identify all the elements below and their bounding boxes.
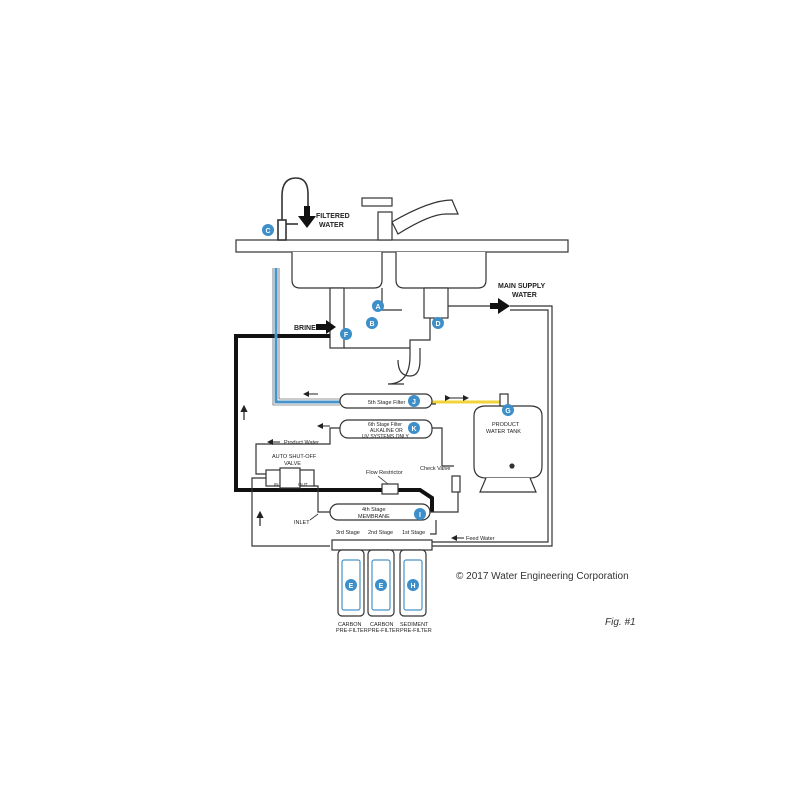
brine-arrow	[316, 320, 336, 334]
svg-text:K: K	[411, 426, 416, 433]
sediment-prefilter-label-2: PRE-FILTER	[400, 628, 432, 634]
badge-d: D	[432, 317, 444, 329]
product-water-label: Product Water	[284, 440, 319, 446]
auto-shutoff-valve	[265, 467, 315, 489]
countertop	[235, 239, 569, 253]
kitchen-faucet	[361, 197, 459, 241]
sink-basins	[291, 252, 487, 289]
product-water-tank	[473, 393, 543, 493]
brine-label: BRINE	[294, 325, 316, 332]
ro-faucet	[277, 177, 309, 241]
main-supply-arrow	[490, 298, 510, 314]
inlet-pointer	[309, 513, 319, 521]
stage-1-label: 1st Stage	[402, 530, 425, 536]
copyright-text: © 2017 Water Engineering Corporation	[456, 571, 629, 582]
check-valve	[451, 475, 461, 493]
asv-out-label: OUT	[298, 482, 308, 487]
flow-restrictor	[381, 483, 399, 495]
badge-b: B	[366, 317, 378, 329]
badge-i: I	[414, 508, 426, 520]
badge-h: H	[407, 579, 419, 591]
filtered-water-label: FILTERED	[316, 213, 350, 220]
product-water-lines	[255, 403, 454, 475]
main-supply-label-2: WATER	[512, 292, 537, 299]
badge-f: F	[340, 328, 352, 340]
auto-shutoff-label-2: VALVE	[284, 461, 301, 467]
badge-c: C	[262, 224, 274, 236]
product-tank-label: PRODUCT	[492, 422, 520, 428]
flow-restrictor-label: Flow Restrictor	[366, 470, 403, 476]
svg-text:C: C	[265, 228, 270, 235]
feed-water-label: Feed Water	[466, 536, 495, 542]
main-supply-label: MAIN SUPPLY	[498, 283, 546, 290]
main-supply-line	[430, 305, 553, 547]
sixth-stage-label-2: ALKALINE OR	[370, 428, 403, 434]
black-lines	[234, 334, 434, 512]
fifth-stage-filter	[339, 393, 433, 409]
stage-2-label: 2nd Stage	[368, 530, 393, 536]
fifth-stage-label: 5th Stage Filter	[368, 400, 405, 406]
drain-pipes	[329, 287, 449, 385]
badge-a: A	[372, 300, 384, 312]
carbon-prefilter-2-label: CARBON	[370, 622, 394, 628]
badge-e-2: E	[375, 579, 387, 591]
figure-label: Fig. #1	[605, 617, 636, 628]
inlet-label: INLET	[294, 520, 310, 526]
carbon-prefilter-1-label: CARBON	[338, 622, 362, 628]
svg-text:G: G	[505, 408, 511, 415]
svg-text:D: D	[435, 321, 440, 328]
fourth-stage-label-2: MEMBRANE	[358, 514, 390, 520]
filtered-water-arrow	[298, 206, 316, 228]
filter-cartridges	[341, 559, 423, 611]
badge-j: J	[408, 395, 420, 407]
svg-text:E: E	[349, 583, 354, 590]
svg-text:H: H	[410, 583, 415, 590]
svg-text:F: F	[344, 332, 349, 339]
sediment-prefilter-label: SEDIMENT	[400, 622, 429, 628]
svg-text:A: A	[375, 304, 380, 311]
sixth-stage-label-3: UV SYSTEMS ONLY	[362, 434, 410, 440]
stage-3-label: 3rd Stage	[336, 530, 360, 536]
carbon-prefilter-2-label-2: PRE-FILTER	[368, 628, 400, 634]
blue-line	[274, 268, 340, 404]
svg-text:I: I	[419, 512, 421, 519]
filtered-water-label-2: WATER	[319, 222, 344, 229]
feed-lines	[251, 477, 459, 547]
badge-k: K	[408, 422, 420, 434]
sixth-stage-label: 6th Stage Filter	[368, 422, 402, 428]
sixth-stage-filter	[339, 419, 433, 439]
auto-shutoff-label: AUTO SHUT-OFF	[272, 454, 317, 460]
product-tank-label-2: WATER TANK	[486, 429, 521, 435]
badge-e-1: E	[345, 579, 357, 591]
check-valve-label: Check Valve	[420, 466, 450, 472]
fourth-stage-label: 4th Stage	[362, 507, 386, 513]
svg-text:E: E	[379, 583, 384, 590]
svg-text:B: B	[369, 321, 374, 328]
pre-filter-housings	[331, 539, 433, 617]
blue-line-outline	[272, 268, 340, 406]
flow-restrictor-pointer	[377, 475, 389, 485]
badge-g: G	[502, 404, 514, 416]
svg-text:J: J	[412, 399, 416, 406]
carbon-prefilter-1-label-2: PRE-FILTER	[336, 628, 368, 634]
asv-in-label: IN	[274, 482, 279, 487]
